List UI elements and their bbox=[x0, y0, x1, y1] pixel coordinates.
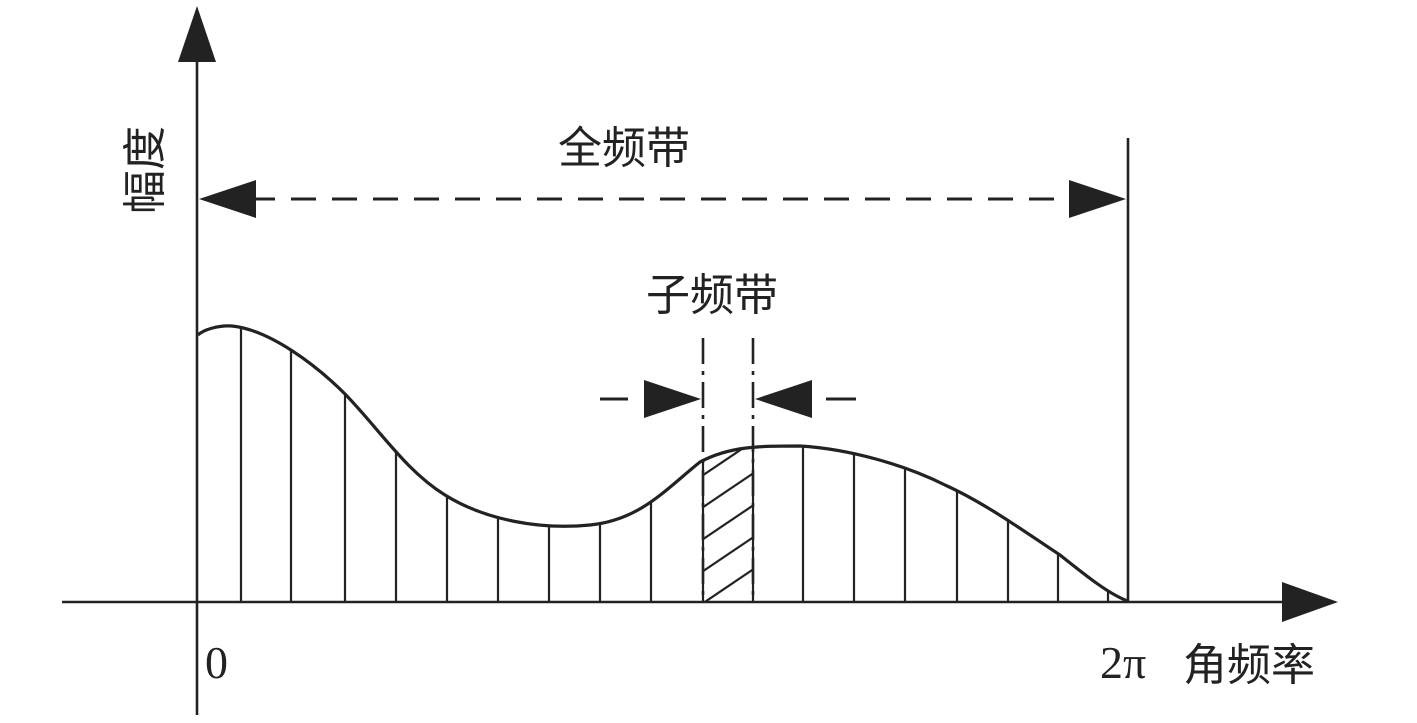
end-label: 2π bbox=[1100, 637, 1146, 688]
spectrum-curve bbox=[196, 324, 1129, 603]
origin-label: 0 bbox=[205, 637, 228, 688]
x-axis-label: 角频率 bbox=[1183, 640, 1315, 691]
full-band-label: 全频带 bbox=[558, 123, 690, 174]
y-axis-label: 幅度 bbox=[120, 126, 171, 214]
y-axis-arrow-icon bbox=[178, 6, 216, 62]
x-axis-arrow-icon bbox=[1282, 582, 1338, 622]
full-band-left-arrow-icon bbox=[199, 180, 256, 218]
sub-band-label: 子频带 bbox=[646, 270, 778, 321]
full-band-right-arrow-icon bbox=[1069, 180, 1126, 218]
sub-band-left-arrow-icon bbox=[644, 380, 701, 418]
band-lines bbox=[239, 325, 1110, 602]
sub-band-right-arrow-icon bbox=[755, 380, 812, 418]
